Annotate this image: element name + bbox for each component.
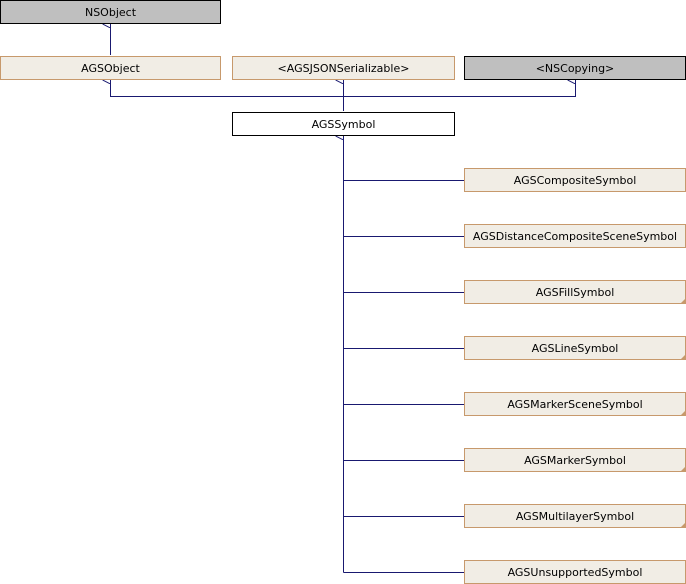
node-agsobject[interactable]: AGSObject [0, 56, 221, 80]
collapsed-children-indicator-icon [680, 522, 686, 528]
agssymbol-label: AGSSymbol [312, 118, 376, 131]
node-nscopying[interactable]: <NSCopying> [464, 56, 686, 80]
agsunsupportedsymbol-label: AGSUnsupportedSymbol [508, 566, 643, 579]
agsmarkersymbol-label: AGSMarkerSymbol [524, 454, 626, 467]
agsjsonserializable-label: <AGSJSONSerializable> [278, 62, 410, 75]
inheritance-edges [111, 24, 576, 573]
collapsed-children-indicator-icon [680, 410, 686, 416]
node-agsunsupportedsymbol[interactable]: AGSUnsupportedSymbol [464, 560, 686, 584]
node-agssymbol[interactable]: AGSSymbol [232, 112, 455, 136]
agsfillsymbol-label: AGSFillSymbol [536, 286, 615, 299]
node-nsobject[interactable]: NSObject [0, 0, 221, 24]
node-agsfillsymbol[interactable]: AGSFillSymbol [464, 280, 686, 304]
node-agslinesymbol[interactable]: AGSLineSymbol [464, 336, 686, 360]
node-agsmarkerscenesymbol[interactable]: AGSMarkerSceneSymbol [464, 392, 686, 416]
nsobject-label: NSObject [85, 6, 137, 19]
node-agsdistancecompositescenesymbol[interactable]: AGSDistanceCompositeSceneSymbol [464, 224, 686, 248]
node-agsmarkersymbol[interactable]: AGSMarkerSymbol [464, 448, 686, 472]
edge-agssymbol-to-agsobject [111, 80, 344, 111]
collapsed-children-indicator-icon [680, 354, 686, 360]
edge-agssymbol-to-nscopying [343, 80, 576, 97]
agsmultilayersymbol-label: AGSMultilayerSymbol [516, 510, 634, 523]
agsdistancecompositescenesymbol-label: AGSDistanceCompositeSceneSymbol [473, 230, 677, 243]
agsobject-label: AGSObject [81, 62, 140, 75]
nscopying-label: <NSCopying> [536, 62, 615, 75]
subclass-branches [343, 180, 465, 573]
subclass-nodes: AGSCompositeSymbolAGSDistanceCompositeSc… [464, 168, 686, 584]
node-agsmultilayersymbol[interactable]: AGSMultilayerSymbol [464, 504, 686, 528]
agscompositesymbol-label: AGSCompositeSymbol [514, 174, 637, 187]
agsmarkerscenesymbol-label: AGSMarkerSceneSymbol [507, 398, 642, 411]
collapsed-children-indicator-icon [680, 466, 686, 472]
collapsed-children-indicator-icon [680, 298, 686, 304]
node-agsjsonserializable[interactable]: <AGSJSONSerializable> [232, 56, 455, 80]
node-agscompositesymbol[interactable]: AGSCompositeSymbol [464, 168, 686, 192]
agslinesymbol-label: AGSLineSymbol [532, 342, 619, 355]
